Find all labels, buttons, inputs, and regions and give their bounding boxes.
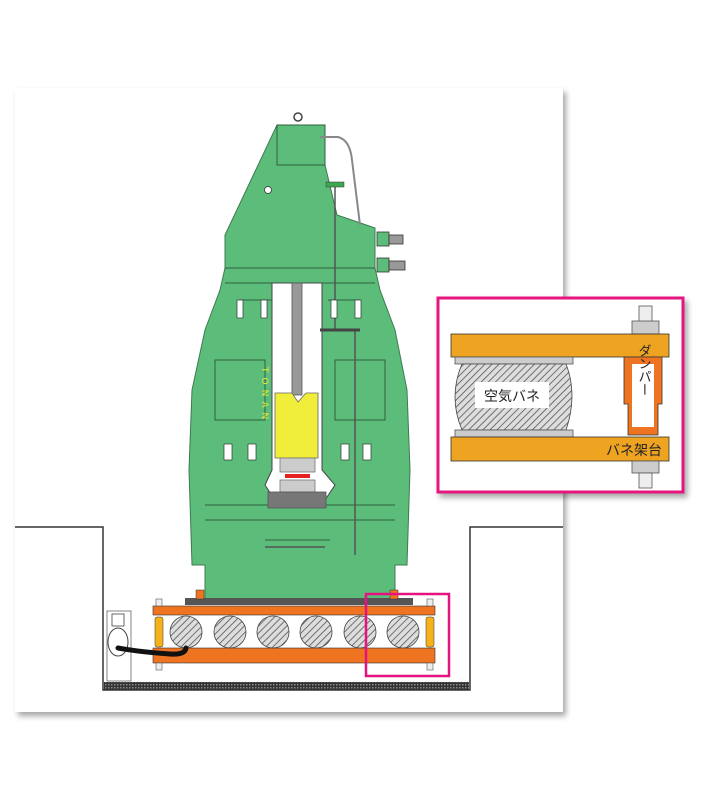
ground-hatch <box>104 682 469 690</box>
lower-die <box>279 479 316 493</box>
forging-hammer: TONAN <box>188 112 411 601</box>
air-compressor <box>106 610 189 682</box>
spring-stand <box>152 598 436 671</box>
air-spring-label: 空気バネ <box>484 389 540 405</box>
air-hose <box>115 645 189 657</box>
lifting-eye-icon <box>293 112 303 122</box>
spring-stand-plate <box>450 436 670 462</box>
damper-label: ダンパー <box>636 344 652 396</box>
anvil-block <box>267 491 327 509</box>
damper-left <box>154 616 164 648</box>
spring-stand-label: バネ架台 <box>606 443 662 459</box>
upper-die <box>279 457 316 473</box>
ram <box>274 392 319 459</box>
workpiece <box>285 474 310 478</box>
brand-mark: TONAN <box>259 366 269 424</box>
upper-frame <box>152 605 436 616</box>
lower-frame <box>152 647 436 664</box>
damper-right <box>425 616 435 648</box>
detail-highlight-box <box>364 592 451 678</box>
detail-inset: 空気バネ ダンパー バネ架台 <box>436 296 685 494</box>
base-plate <box>185 598 413 605</box>
air-springs <box>169 615 420 649</box>
piston-rod <box>291 282 303 396</box>
